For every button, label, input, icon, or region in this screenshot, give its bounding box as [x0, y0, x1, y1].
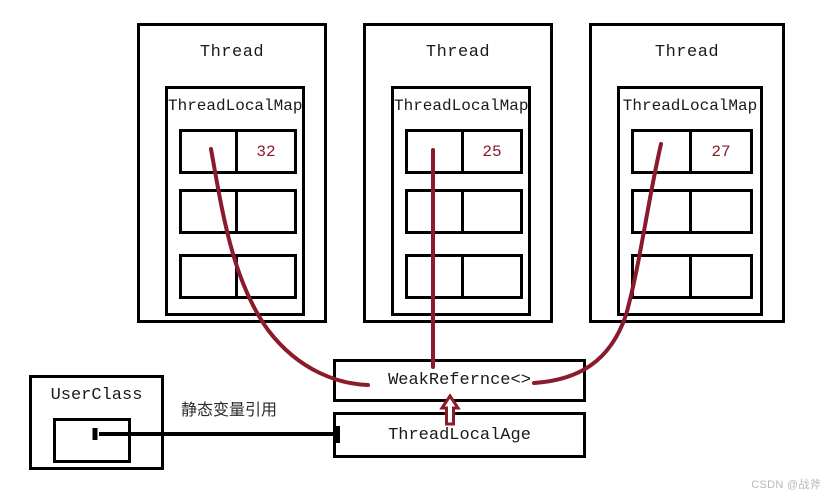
userclass-box: UserClass [29, 375, 164, 470]
threadlocalmap-entry-row [179, 189, 297, 234]
entry-key-cell [182, 192, 238, 231]
entry-value-cell: 32 [256, 142, 276, 161]
entry-value-cell [692, 192, 750, 231]
static-variable-reference-label: 静态变量引用 [181, 402, 278, 419]
threadlocalmap-entry-row [631, 254, 753, 299]
threadlocalmap-title-3: ThreadLocalMap [622, 97, 758, 115]
weakreference-box: WeakRefernce<> [333, 359, 586, 402]
entry-value-cell [464, 257, 520, 296]
entry-value-cell [692, 257, 750, 296]
entry-key-cell [182, 257, 238, 296]
thread-box-1: Thread ThreadLocalMap 32 [137, 23, 327, 323]
threadlocalmap-entry-row: 25 [405, 129, 523, 174]
userclass-static-field-box [53, 418, 131, 463]
thread-box-2: Thread ThreadLocalMap 25 [363, 23, 553, 323]
entry-key-cell [182, 132, 238, 171]
threadlocalmap-title-2: ThreadLocalMap [394, 97, 529, 115]
threadlocalmap-title-1: ThreadLocalMap [168, 97, 303, 115]
threadlocalmap-entry-row [631, 189, 753, 234]
entry-value-cell: 27 [711, 142, 731, 161]
thread-title-3: Thread [654, 43, 720, 62]
entry-value-cell [238, 192, 294, 231]
threadlocalmap-box-1: ThreadLocalMap 32 [165, 86, 305, 316]
threadlocalmap-entry-row [405, 254, 523, 299]
entry-key-cell [634, 257, 692, 296]
entry-key-cell [408, 192, 464, 231]
thread-box-3: Thread ThreadLocalMap 27 [589, 23, 785, 323]
threadlocalmap-entry-row: 32 [179, 129, 297, 174]
entry-key-cell [408, 257, 464, 296]
csdn-watermark: CSDN @战斧 [751, 479, 821, 491]
threadlocalmap-box-3: ThreadLocalMap 27 [617, 86, 763, 316]
threadlocalage-box: ThreadLocalAge [333, 412, 586, 458]
threadlocalmap-entry-row [179, 254, 297, 299]
entry-value-cell [464, 192, 520, 231]
entry-value-cell [238, 257, 294, 296]
threadlocalmap-entry-row [405, 189, 523, 234]
entry-key-cell [408, 132, 464, 171]
thread-title-2: Thread [425, 43, 491, 62]
threadlocalmap-entry-row: 27 [631, 129, 753, 174]
thread-title-1: Thread [199, 43, 265, 62]
threadlocalmap-box-2: ThreadLocalMap 25 [391, 86, 531, 316]
entry-key-cell [634, 192, 692, 231]
userclass-title: UserClass [50, 386, 143, 405]
entry-key-cell [634, 132, 692, 171]
entry-value-cell: 25 [482, 142, 502, 161]
